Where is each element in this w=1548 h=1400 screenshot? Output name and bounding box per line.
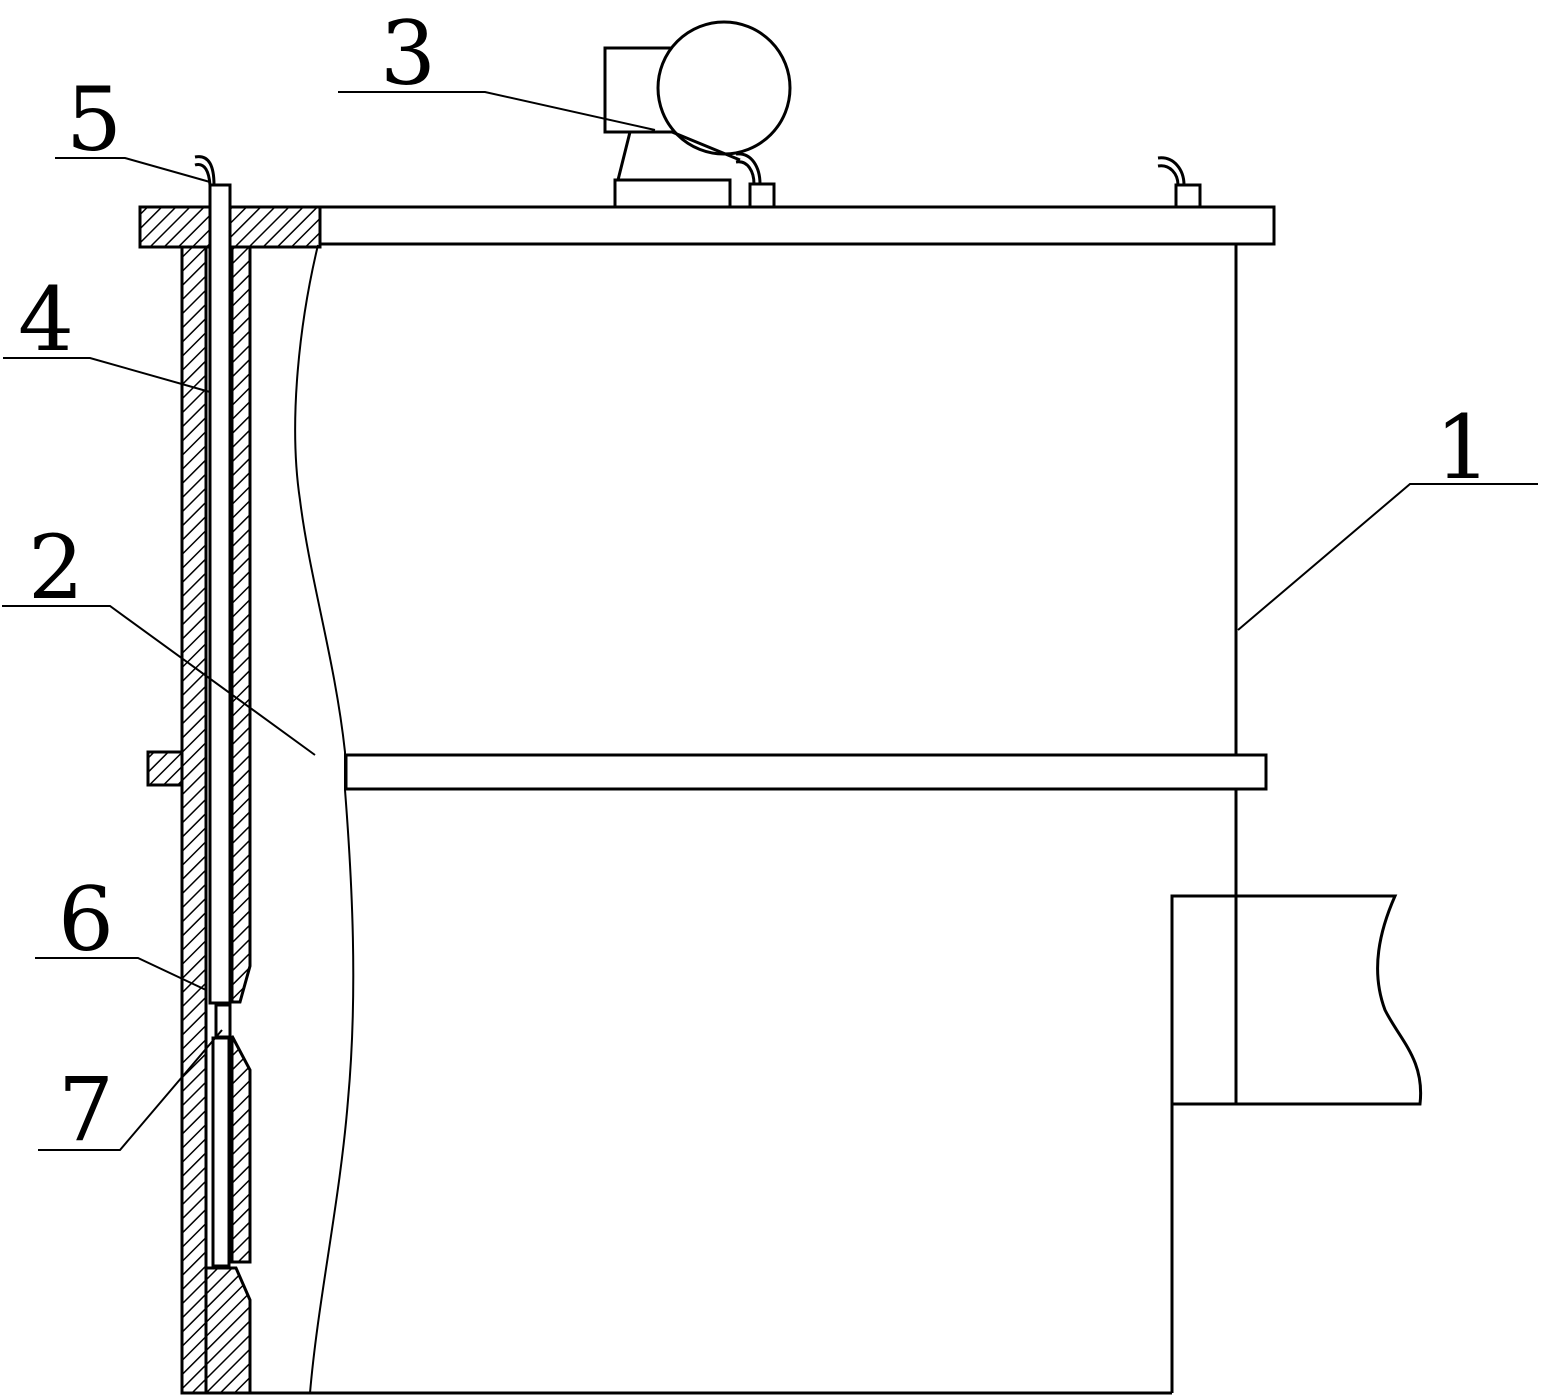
label-7: 7 (58, 1058, 114, 1161)
section-break-line (294, 244, 355, 1394)
label-5: 5 (66, 68, 122, 171)
left-outer-wall (146, 245, 208, 1395)
small-block (214, 1003, 232, 1039)
inner-wall-lower (204, 1035, 252, 1395)
vertical-rod (194, 155, 232, 1268)
outlet-pipe (1170, 894, 1423, 1106)
middle-flange (344, 753, 1268, 791)
inner-wall-upper (230, 245, 252, 1004)
label-3: 3 (380, 2, 436, 105)
label-6: 6 (58, 868, 114, 971)
motor (603, 20, 792, 209)
vessel-right-wall (1170, 244, 1238, 1393)
label-1: 1 (1435, 396, 1491, 499)
leader-lines (2, 91, 1538, 1151)
label-4: 4 (18, 268, 74, 371)
top-nozzle-2 (1157, 156, 1202, 209)
label-2: 2 (28, 516, 84, 619)
top-nozzle-1 (735, 152, 776, 209)
top-lid (138, 205, 1276, 249)
